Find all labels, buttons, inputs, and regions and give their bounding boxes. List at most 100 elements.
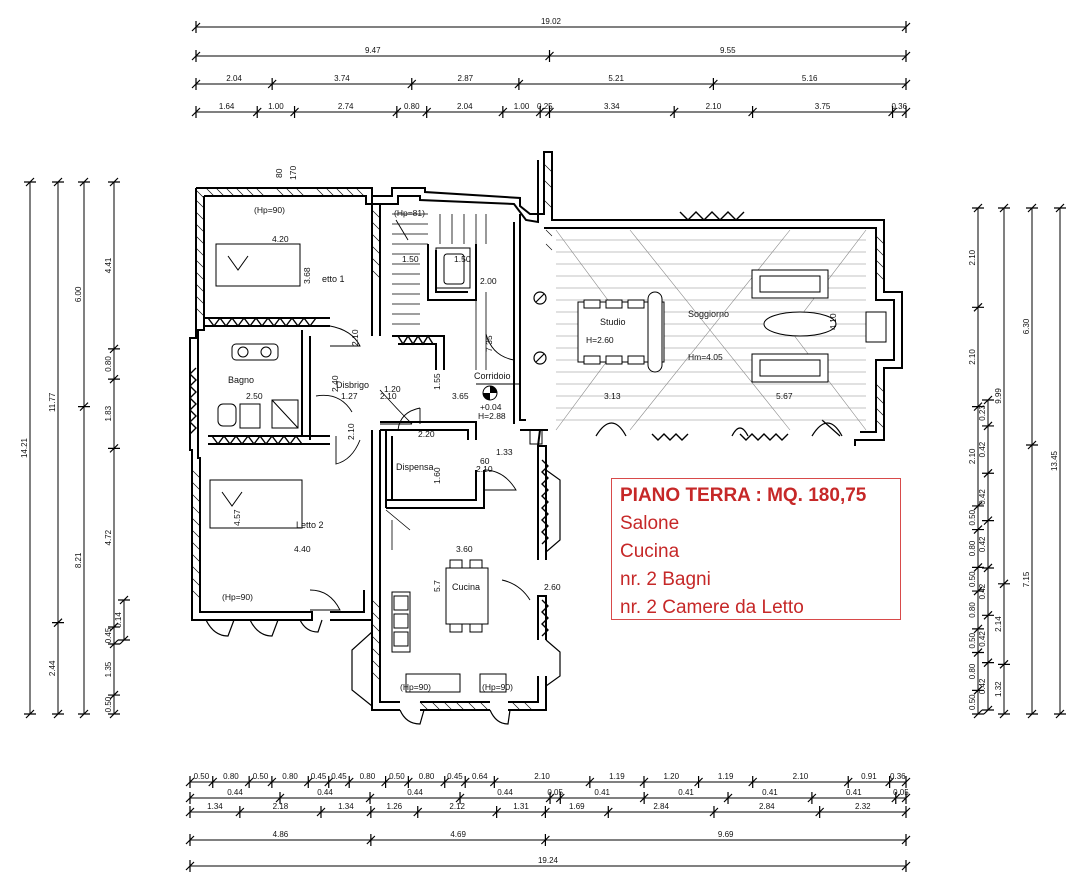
dimension-right: 0.42 (978, 536, 987, 552)
dimension-tick (669, 106, 679, 118)
dimension-bottom: 0.41 (594, 788, 610, 797)
dimension-tick (982, 563, 994, 573)
dimension-tick (545, 792, 555, 804)
dimension-tick (366, 834, 376, 846)
wall-hatching (191, 163, 885, 711)
dimension-tick (748, 106, 758, 118)
dimension-bottom: 2.32 (855, 802, 871, 811)
dimension-bottom: 0.64 (472, 772, 488, 781)
dimension-tick (235, 806, 245, 818)
dimension-tick (972, 525, 984, 534)
dimension-tick (191, 50, 201, 62)
room-label-soggiorno: Soggiorno (688, 309, 729, 319)
level-marker-icon (482, 385, 498, 401)
stairs (385, 213, 487, 550)
dimension-left: 0.50 (104, 696, 113, 712)
dimension-tick (52, 177, 64, 187)
dimension-tick (998, 579, 1010, 589)
dimension-bottom: 1.19 (718, 772, 734, 781)
dimension-tick (344, 776, 354, 788)
room-width: 4.40 (294, 544, 311, 554)
dimension-top: 0.80 (404, 102, 420, 111)
dimension-tick (982, 421, 994, 431)
dimension-bottom: 0.41 (678, 788, 694, 797)
dimension-tick (290, 106, 299, 118)
dimension-bottom: 0.41 (762, 788, 778, 797)
dimension-tick (972, 709, 984, 719)
floor-level: +0.04 (480, 402, 502, 412)
dimension-top: 0.36 (891, 102, 907, 111)
dimension-bottom: 2.18 (273, 802, 289, 811)
room-height: 7.35 (484, 335, 494, 352)
dimension-tick (108, 443, 120, 453)
dimension-tick (108, 709, 120, 719)
dimension-tick (982, 468, 994, 478)
dimension-tick (545, 50, 554, 62)
dimension-tick (403, 776, 413, 788)
hp-label: (Hp=90) (222, 592, 253, 602)
hp-label: (Hp=90) (254, 205, 285, 215)
dimension-tick (191, 21, 201, 33)
dimension-bottom: 0.45 (311, 772, 327, 781)
dimension-tick (972, 685, 984, 695)
dimension-bottom: 1.19 (609, 772, 625, 781)
room-width: 1.27 (341, 391, 358, 401)
room-width: 3.65 (452, 391, 469, 401)
dimension-left: 11.77 (48, 392, 57, 412)
dimension-tick (275, 792, 285, 804)
room-height: 1.60 (432, 467, 442, 484)
pillars (435, 247, 543, 445)
room-width: 4.20 (272, 234, 289, 244)
dimension-bottom: 2.84 (759, 802, 775, 811)
dimension-tick (492, 806, 502, 818)
dimension-tick (185, 806, 195, 818)
dimension-tick (455, 792, 465, 804)
dimension-left: 4.41 (104, 257, 113, 273)
dimension-tick (407, 78, 417, 90)
dimension-top: 2.04 (226, 74, 242, 83)
room-width: 2.50 (246, 391, 263, 401)
dimension-bottom: 0.80 (223, 772, 239, 781)
dimension-tick (708, 78, 718, 90)
dimension-tick (324, 776, 334, 788)
dimension-right: 0.50 (968, 694, 977, 710)
stair-size: 2.00 (480, 276, 497, 286)
dimension-tick (1026, 440, 1038, 450)
dimension-bottom: 4.69 (450, 830, 466, 839)
dimension-right: 2.10 (968, 249, 977, 265)
dimension-right: 0.42 (978, 631, 987, 647)
dimension-tick (982, 610, 994, 620)
legend-line-camere: nr. 2 Camere da Letto (620, 597, 804, 618)
dimension-top: 2.10 (706, 102, 722, 111)
dimension-top: 9.47 (365, 46, 381, 55)
room-width: 3.13 (604, 391, 621, 401)
dimension-tick (709, 806, 719, 818)
dimension-tick (535, 106, 545, 118)
dimension-tick (208, 776, 218, 788)
dimension-left: 6.00 (74, 286, 83, 302)
dimension-tick (982, 658, 994, 668)
dimension-bottom: 4.86 (273, 830, 289, 839)
dimension-tick (998, 203, 1010, 213)
door-size: 2.10 (350, 329, 360, 346)
dimension-tick (694, 776, 703, 788)
dimension-tick (252, 106, 262, 118)
dimension-tick (901, 806, 911, 818)
dimension-tick (723, 792, 733, 804)
dimension-right: 0.80 (968, 540, 977, 556)
dimension-bottom: 2.10 (534, 772, 550, 781)
dimension-top: 5.21 (608, 74, 624, 83)
dimension-tick (108, 622, 120, 632)
dimension-top: 3.34 (604, 102, 620, 111)
dimension-tick (885, 776, 895, 788)
dimension-top: 9.55 (720, 46, 736, 55)
dimension-tick (24, 177, 36, 187)
dimension-tick (78, 709, 90, 719)
dimension-left: 0.45 (104, 627, 113, 643)
furniture (209, 243, 887, 693)
dimension-tick (185, 860, 195, 872)
room-height: 3.68 (302, 267, 312, 284)
dimension-tick (489, 776, 499, 788)
